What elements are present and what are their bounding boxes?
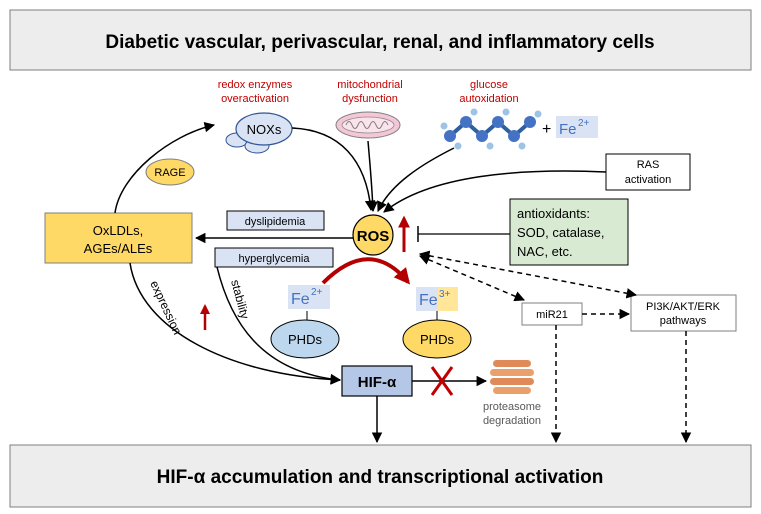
stability-arrow (216, 266, 342, 385)
fe3-right: Fe 3+ (416, 287, 458, 311)
hif-alpha-node: HIF-α (341, 365, 413, 397)
ras-label-line2: activation (625, 174, 671, 186)
glucose-label-line1: glucose (470, 79, 508, 91)
ros-pi3k-dashed-arrow (418, 250, 638, 299)
fe2-left-sup: 2+ (311, 287, 323, 298)
antioxidants-node: antioxidants: SOD, catalase, NAC, etc. (509, 198, 629, 266)
pi3k-node: PI3K/AKT/ERK pathways (630, 294, 737, 332)
nox-to-ros-arrow (291, 127, 376, 212)
fe2-left-base: Fe (291, 291, 310, 308)
fe3-right-base: Fe (419, 292, 438, 309)
plus-sign: + (542, 121, 551, 138)
redox-label-line2: overactivation (221, 93, 289, 105)
fe2-left: Fe 2+ (288, 285, 330, 309)
header-band: Diabetic vascular, perivascular, renal, … (9, 9, 752, 71)
hif-label: HIF-α (358, 374, 397, 391)
fe2-top-base: Fe (559, 121, 577, 138)
ras-to-ros-arrow (383, 170, 607, 213)
stability-label: stability (228, 278, 252, 320)
glucose-to-ros-arrow (377, 147, 455, 212)
nox-enzyme-icon: NOXs (225, 112, 293, 154)
mito-to-ros-arrow (367, 140, 378, 213)
mito-label-line2: dysfunction (342, 93, 398, 105)
antiox-label-line3: NAC, etc. (517, 244, 573, 259)
proteasome-label-line1: proteasome (483, 401, 541, 413)
fe3-right-sup: 3+ (439, 289, 451, 300)
mir21-node: miR21 (521, 302, 583, 326)
glucose-label-line2: autoxidation (459, 93, 518, 105)
ras-activation-node: RAS activation (605, 153, 691, 191)
oxldl-label-line1: OxLDLs, (93, 223, 144, 238)
dyslipidemia-label: dyslipidemia (245, 216, 306, 228)
phd-right-node: PHDs (402, 319, 472, 359)
phd-right-label: PHDs (420, 332, 454, 347)
phd-left-label: PHDs (288, 332, 322, 347)
oxldl-label-line2: AGEs/ALEs (84, 241, 153, 256)
pi3k-label-line1: PI3K/AKT/ERK (646, 301, 721, 313)
block-x-icon (430, 366, 454, 396)
footer-title: HIF-α accumulation and transcriptional a… (157, 467, 604, 488)
dyslipidemia-node: dyslipidemia (226, 210, 325, 231)
oxldl-to-nox-arrow (114, 121, 216, 214)
expression-label: expression (147, 278, 184, 337)
oxldl-ages-node: OxLDLs, AGEs/ALEs (44, 212, 193, 264)
antiox-label-line1: antioxidants: (517, 206, 590, 221)
hyperglycemia-label: hyperglycemia (239, 253, 311, 265)
antiox-label-line2: SOD, catalase, (517, 225, 604, 240)
fe2-top: Fe 2+ (556, 116, 598, 138)
redox-label-line1: redox enzymes (218, 79, 293, 91)
mir21-label: miR21 (536, 309, 568, 321)
fe2-top-sup: 2+ (578, 118, 590, 129)
ros-label: ROS (357, 228, 390, 245)
hyperglycemia-node: hyperglycemia (214, 247, 334, 268)
mitochondrion-icon (335, 111, 401, 139)
rage-label: RAGE (154, 167, 185, 179)
proteasome-icon (490, 360, 534, 394)
oxidation-arrow (321, 257, 411, 285)
pi3k-label-line2: pathways (660, 315, 707, 327)
phd-left-node: PHDs (270, 319, 340, 359)
mito-label-line1: mitochondrial (337, 79, 402, 91)
glucose-molecule-icon (440, 108, 542, 150)
rage-node: RAGE (145, 158, 195, 186)
nox-label: NOXs (247, 122, 282, 137)
footer-band: HIF-α accumulation and transcriptional a… (9, 444, 752, 508)
proteasome-label-line2: degradation (483, 415, 541, 427)
ras-label-line1: RAS (637, 159, 660, 171)
expression-arrow (129, 262, 342, 385)
header-title: Diabetic vascular, perivascular, renal, … (105, 32, 654, 53)
ros-node: ROS (352, 214, 394, 256)
